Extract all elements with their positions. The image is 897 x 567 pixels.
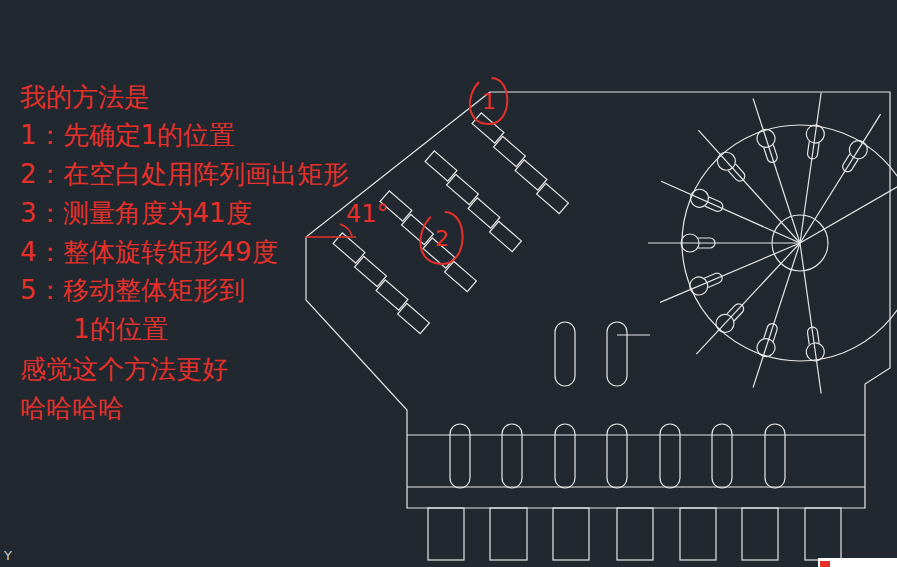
array-rect <box>447 174 479 204</box>
vertical-slots <box>555 322 650 386</box>
array-rect <box>490 221 522 251</box>
bottom-slots <box>450 424 785 488</box>
note-line: 1：先确定1的位置 <box>20 120 235 150</box>
keyhole <box>800 167 897 243</box>
part-outline <box>306 92 890 508</box>
note-line: 哈哈哈哈 <box>20 393 124 423</box>
keyhole <box>791 242 830 395</box>
array-rect <box>355 256 387 286</box>
rotated-rect-array <box>333 113 568 334</box>
band-line <box>407 434 865 435</box>
keyhole <box>792 109 888 247</box>
callout-circle: 2 <box>414 210 470 266</box>
array-rect <box>376 280 408 310</box>
band-line <box>407 486 865 487</box>
callout-number: 1 <box>464 76 514 126</box>
corner-bar-mark <box>820 561 830 567</box>
corner-bar <box>818 558 897 567</box>
keyhole <box>791 91 830 244</box>
array-rect <box>398 303 430 333</box>
bottom-tabs <box>428 508 841 560</box>
note-line: 1的位置 <box>73 314 168 344</box>
array-rect <box>472 113 504 143</box>
axis-label: Y <box>4 548 12 564</box>
note-line: 2：在空白处用阵列画出矩形 <box>20 159 349 189</box>
keyhole <box>657 173 803 251</box>
note-line: 3：测量角度为41度 <box>20 198 252 228</box>
circular-pattern <box>648 91 897 395</box>
array-rect <box>425 151 457 181</box>
array-rect <box>494 136 526 166</box>
note-line: 5：移动整体矩形到 <box>20 275 245 305</box>
keyhole <box>648 234 800 252</box>
keyhole <box>744 96 808 246</box>
array-rect <box>445 261 477 291</box>
callout-number: 2 <box>414 210 470 266</box>
keyhole <box>657 235 804 311</box>
array-rect <box>537 183 569 213</box>
array-rect <box>468 198 500 228</box>
keyhole <box>692 124 807 249</box>
angle-label: 41° <box>346 199 389 229</box>
array-rect <box>515 160 547 190</box>
keyhole <box>690 237 807 360</box>
note-line: 感觉这个方法更好 <box>20 354 228 384</box>
note-line: 4：整体旋转矩形49度 <box>20 237 278 267</box>
note-line: 我的方法是 <box>20 82 150 112</box>
callout-circle: 1 <box>464 76 514 126</box>
